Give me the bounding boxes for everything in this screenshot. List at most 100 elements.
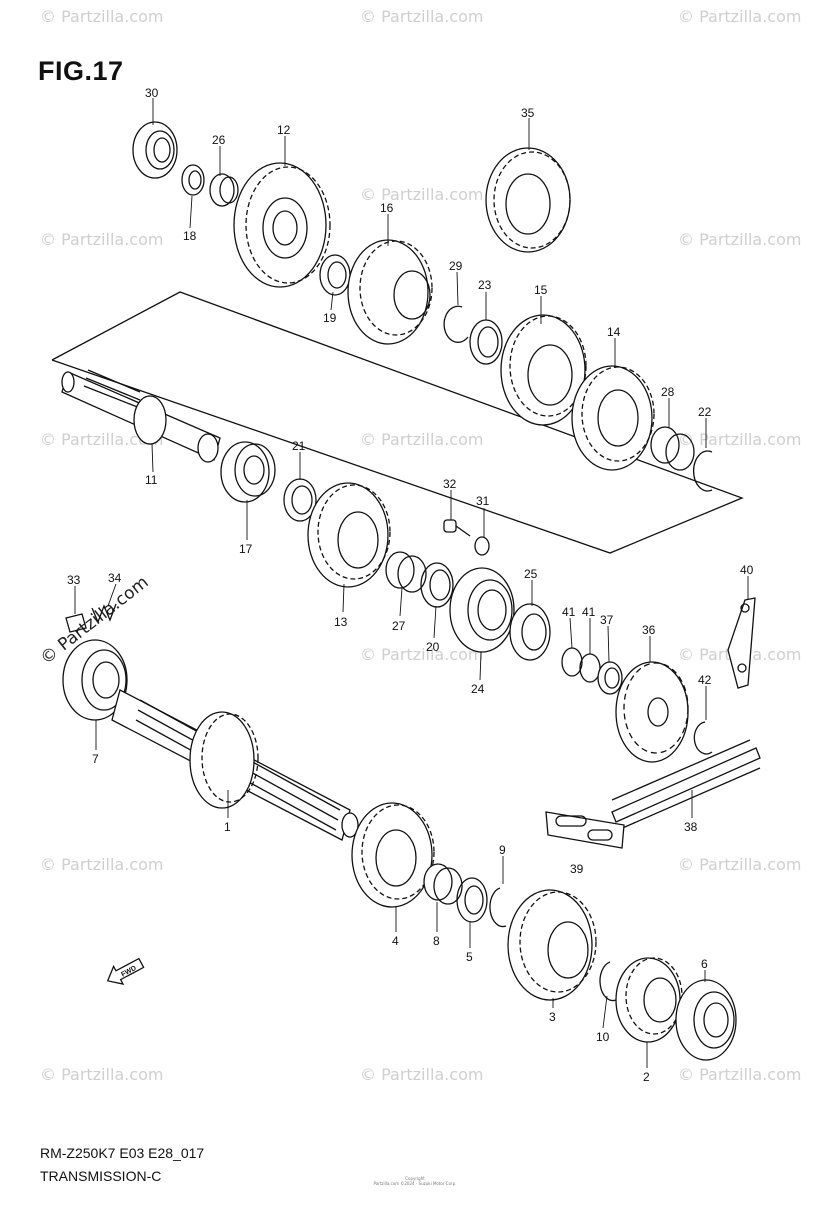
seal-25 bbox=[509, 603, 551, 661]
pin-33 bbox=[65, 613, 87, 633]
gear-3 bbox=[507, 889, 597, 1001]
leader-lines bbox=[74, 98, 749, 1068]
watermark: © Partzilla.com bbox=[40, 230, 163, 249]
gear-2 bbox=[615, 957, 683, 1043]
washer-18 bbox=[181, 164, 205, 196]
diagram-code: RM-Z250K7 E03 E28_017 bbox=[40, 1145, 205, 1161]
callout-23: 23 bbox=[478, 278, 492, 292]
gear-12 bbox=[233, 162, 331, 288]
callout-20: 20 bbox=[426, 640, 440, 654]
callout-38: 38 bbox=[684, 820, 698, 834]
callout-21: 21 bbox=[292, 439, 306, 453]
callout-2: 2 bbox=[643, 1070, 650, 1084]
circlip-22 bbox=[693, 450, 713, 492]
bearing-7 bbox=[62, 639, 128, 721]
circlip-10 bbox=[599, 961, 617, 1002]
gear-4 bbox=[351, 802, 435, 908]
callout-16: 16 bbox=[380, 201, 394, 215]
watermark: © Partzilla.com bbox=[360, 1065, 483, 1084]
callout-7: 7 bbox=[92, 752, 99, 766]
watermark: © Partzilla.com bbox=[678, 1065, 801, 1084]
fwd-arrow-icon: FWD bbox=[106, 957, 145, 985]
gear-14 bbox=[571, 365, 655, 471]
callout-4: 4 bbox=[392, 934, 399, 948]
callout-22: 22 bbox=[698, 405, 712, 419]
callout-41: 41 bbox=[562, 605, 576, 619]
bushing-28 bbox=[650, 426, 680, 464]
gear-17 bbox=[220, 441, 276, 503]
callout-11: 11 bbox=[145, 473, 158, 487]
callout-labels: 30 26 12 35 18 16 29 23 15 19 14 28 22 1… bbox=[67, 86, 754, 1084]
gear-35 bbox=[485, 147, 571, 253]
callout-5: 5 bbox=[466, 950, 473, 964]
callout-39: 39 bbox=[570, 862, 584, 876]
callout-17: 17 bbox=[239, 542, 253, 556]
callout-18: 18 bbox=[183, 229, 197, 243]
gear-16 bbox=[347, 239, 433, 345]
sprocket-36 bbox=[615, 661, 689, 763]
callout-32: 32 bbox=[443, 477, 457, 491]
callout-31: 31 bbox=[476, 494, 490, 508]
callout-10: 10 bbox=[596, 1030, 610, 1044]
circlip-9 bbox=[489, 887, 507, 928]
gear-13 bbox=[307, 482, 391, 588]
washer-20 bbox=[420, 562, 454, 608]
callout-41-b: 41 bbox=[582, 605, 596, 619]
callout-37: 37 bbox=[600, 613, 614, 627]
copyright-note: Copyright Partzilla.com ©2024 - Suzuki M… bbox=[360, 1176, 470, 1186]
callout-15: 15 bbox=[534, 283, 548, 297]
callout-9: 9 bbox=[499, 843, 506, 857]
circlip-42 bbox=[693, 721, 713, 755]
o-ring-41 bbox=[561, 647, 583, 677]
washer-5 bbox=[456, 877, 488, 923]
callout-33: 33 bbox=[67, 573, 81, 587]
watermark: © Partzilla.com bbox=[40, 1065, 163, 1084]
chain-38 bbox=[611, 739, 761, 831]
callout-6: 6 bbox=[701, 957, 708, 971]
watermark: © Partzilla.com bbox=[678, 7, 801, 26]
callout-19: 19 bbox=[323, 311, 337, 325]
watermark: © Partzilla.com bbox=[360, 185, 483, 204]
driveshaft-1 bbox=[111, 689, 359, 841]
callout-26: 26 bbox=[212, 133, 226, 147]
diagram-subtitle: TRANSMISSION-C bbox=[40, 1168, 162, 1184]
callout-30: 30 bbox=[145, 86, 159, 100]
callout-13: 13 bbox=[334, 615, 348, 629]
bearing-24 bbox=[449, 567, 515, 653]
watermark: © Partzilla.com bbox=[360, 7, 483, 26]
copyright-line: Copyright bbox=[405, 1176, 425, 1181]
bearing-6 bbox=[675, 979, 737, 1061]
shaft-group-outline bbox=[51, 291, 744, 554]
callout-12: 12 bbox=[277, 123, 291, 137]
watermark: © Partzilla.com bbox=[40, 430, 163, 449]
callout-14: 14 bbox=[607, 325, 621, 339]
copyright-line: Partzilla.com ©2024 - Suzuki Motor Corp. bbox=[373, 1181, 457, 1186]
callout-29: 29 bbox=[449, 259, 463, 273]
callout-3: 3 bbox=[549, 1010, 556, 1024]
callout-27: 27 bbox=[392, 619, 406, 633]
o-ring-41b bbox=[579, 653, 601, 683]
figure-title: FIG.17 bbox=[38, 56, 124, 86]
washer-31 bbox=[474, 536, 490, 556]
watermark: © Partzilla.com bbox=[678, 430, 801, 449]
callout-1: 1 bbox=[224, 820, 231, 834]
bushing-27 bbox=[385, 551, 415, 589]
watermark: © Partzilla.com bbox=[40, 855, 163, 874]
watermark: © Partzilla.com bbox=[678, 855, 801, 874]
watermark: © Partzilla.com bbox=[678, 230, 801, 249]
bolt-32 bbox=[443, 519, 471, 537]
bushing-26 bbox=[209, 173, 235, 207]
callout-25: 25 bbox=[524, 567, 538, 581]
countershaft-11 bbox=[61, 369, 221, 463]
bearing-30 bbox=[132, 121, 178, 179]
watermark: © Partzilla.com bbox=[360, 645, 483, 664]
callout-36: 36 bbox=[642, 623, 656, 637]
callout-42: 42 bbox=[698, 673, 712, 687]
callout-40: 40 bbox=[740, 563, 754, 577]
callout-28: 28 bbox=[661, 385, 675, 399]
plate-40 bbox=[727, 597, 756, 689]
joint-39 bbox=[545, 811, 625, 849]
watermark: © Partzilla.com bbox=[360, 430, 483, 449]
